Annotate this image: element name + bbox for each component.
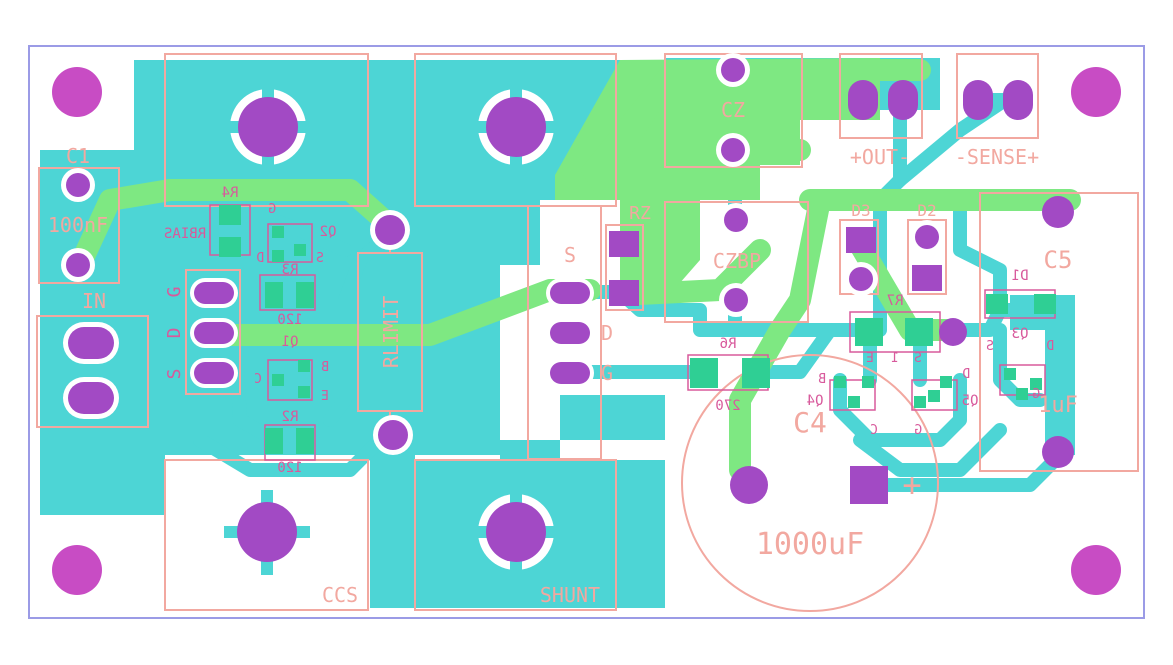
label-q3: Q3 bbox=[1012, 326, 1029, 342]
label-in: IN bbox=[82, 289, 106, 313]
label-r6: R6 bbox=[720, 336, 737, 352]
through-hole-pads bbox=[52, 53, 1121, 595]
label-ccs-d: D bbox=[164, 328, 185, 339]
mounting-hole bbox=[1071, 67, 1121, 117]
label-r3-value: 120 bbox=[277, 312, 302, 328]
label-q4-b: B bbox=[818, 372, 826, 387]
label-r7-pin1: 1 bbox=[891, 351, 899, 366]
label-q4-c: C bbox=[870, 423, 878, 438]
label-rbias: RBIAS bbox=[164, 226, 206, 242]
label-q3-g: G bbox=[1032, 387, 1040, 402]
label-q2-d: D bbox=[256, 251, 264, 266]
label-c4-plus: + bbox=[902, 466, 921, 504]
label-c5-value: 1uF bbox=[1038, 393, 1078, 418]
label-d3: D3 bbox=[851, 201, 870, 220]
label-q5-d: D bbox=[962, 367, 970, 382]
label-c1-value: 100nF bbox=[48, 213, 108, 237]
label-r6-value: 270 bbox=[715, 398, 740, 414]
label-ccs: CCS bbox=[322, 583, 358, 607]
label-q5-g: G bbox=[914, 423, 922, 438]
label-q4: Q4 bbox=[807, 393, 824, 409]
label-c4: C4 bbox=[793, 406, 827, 439]
label-ccs-g: G bbox=[164, 287, 185, 298]
label-q1-c: C bbox=[254, 372, 262, 387]
label-d: D bbox=[601, 321, 613, 345]
label-q3-s: S bbox=[986, 339, 994, 354]
label-q1-e: E bbox=[321, 389, 329, 404]
board-outline bbox=[28, 45, 1145, 619]
label-rz: RZ bbox=[629, 203, 651, 224]
label-q5-s: S bbox=[914, 351, 922, 366]
label-r3: R3 bbox=[282, 262, 299, 278]
mounting-hole bbox=[1071, 545, 1121, 595]
label-rlimit: RLIMIT bbox=[379, 296, 403, 368]
label-ccs-s: S bbox=[164, 369, 185, 380]
label-q5: Q5 bbox=[962, 393, 979, 409]
label-g: G bbox=[601, 361, 613, 385]
label-s: S bbox=[564, 243, 576, 267]
label-sense: -SENSE+ bbox=[955, 145, 1039, 169]
label-shunt: SHUNT bbox=[540, 583, 600, 607]
label-d2: D2 bbox=[917, 201, 936, 220]
label-q1-b: B bbox=[321, 360, 329, 375]
smd-pads bbox=[219, 205, 1056, 454]
label-q3-d: D bbox=[1046, 339, 1054, 354]
label-out: +OUT- bbox=[850, 145, 910, 169]
label-q1: Q1 bbox=[282, 334, 299, 350]
mounting-hole bbox=[52, 67, 102, 117]
label-r2: R2 bbox=[282, 409, 299, 425]
label-r7: R7 bbox=[887, 293, 904, 309]
label-c1: C1 bbox=[66, 144, 90, 168]
label-q2-g: G bbox=[268, 202, 276, 217]
front-text: C1 100nF IN CCS SHUNT RLIMIT S D G RZ CZ… bbox=[48, 98, 1078, 607]
label-r4: R4 bbox=[222, 185, 239, 201]
label-cz: CZ bbox=[721, 98, 745, 122]
label-q2: Q2 bbox=[320, 224, 337, 240]
mounting-hole bbox=[52, 545, 102, 595]
label-czbp: CZBP bbox=[713, 249, 761, 273]
back-text: RBIAS R4 Q2 G D S R3 120 Q1 C B E R2 120… bbox=[164, 185, 1054, 476]
label-q4-e: E bbox=[866, 351, 874, 366]
label-d1: D1 bbox=[1012, 268, 1029, 284]
label-q2-s: S bbox=[316, 251, 324, 266]
silkscreen-front bbox=[36, 53, 1139, 612]
label-r2-value: 120 bbox=[277, 460, 302, 476]
clearances bbox=[132, 400, 142, 410]
label-c4-value: 1000uF bbox=[756, 527, 864, 562]
label-c5: C5 bbox=[1044, 246, 1073, 274]
